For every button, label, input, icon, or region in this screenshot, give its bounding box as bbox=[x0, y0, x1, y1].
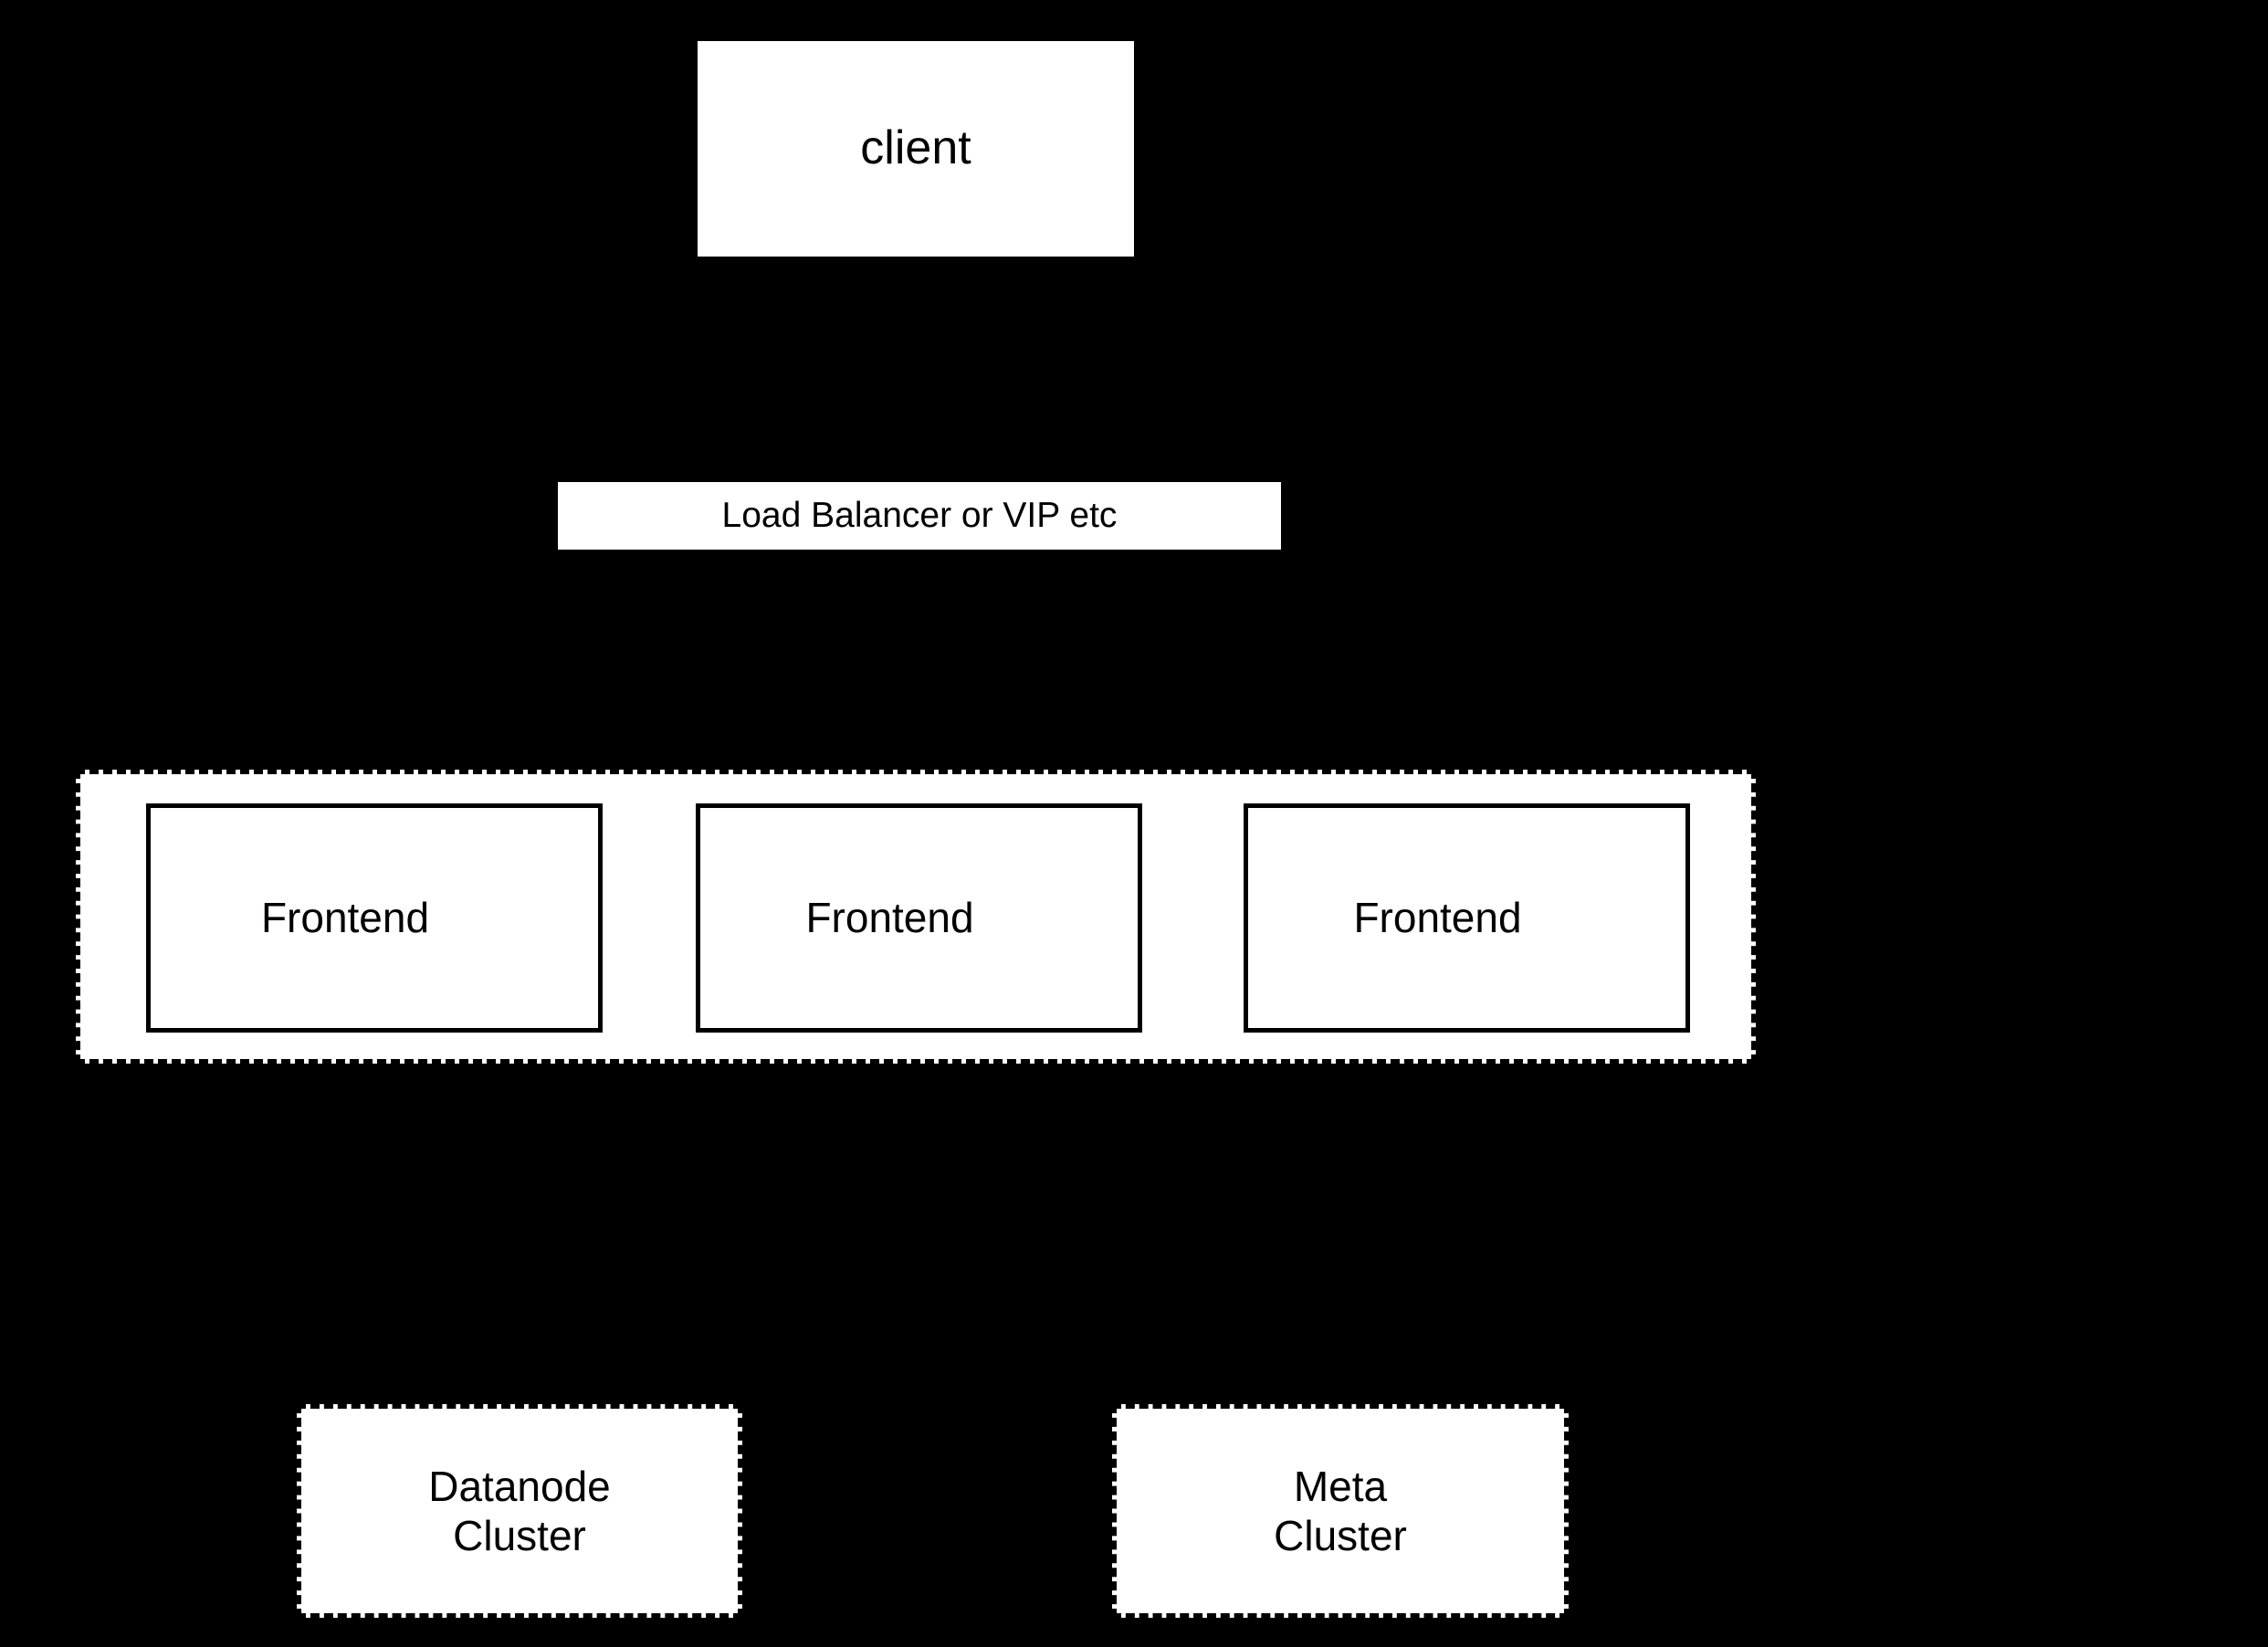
node-frontend-2-label: Frontend bbox=[805, 894, 974, 942]
node-frontend-3-label: Frontend bbox=[1353, 894, 1522, 942]
node-datanode-cluster[interactable]: Datanode Cluster bbox=[297, 1404, 742, 1618]
node-frontend-1-label: Frontend bbox=[260, 894, 430, 942]
node-load-balancer-label: Load Balancer or VIP etc bbox=[721, 495, 1118, 535]
node-frontend-2[interactable]: Frontend bbox=[696, 803, 1142, 1033]
node-meta-cluster[interactable]: Meta Cluster bbox=[1112, 1404, 1569, 1618]
node-frontend-3[interactable]: Frontend bbox=[1244, 803, 1690, 1033]
node-load-balancer[interactable]: Load Balancer or VIP etc bbox=[558, 482, 1281, 550]
node-frontend-1[interactable]: Frontend bbox=[146, 803, 603, 1033]
node-meta-cluster-label: Meta Cluster bbox=[1274, 1462, 1407, 1559]
node-client-label: client bbox=[860, 121, 971, 175]
node-datanode-cluster-label: Datanode Cluster bbox=[428, 1462, 611, 1559]
node-client[interactable]: client bbox=[698, 41, 1134, 257]
